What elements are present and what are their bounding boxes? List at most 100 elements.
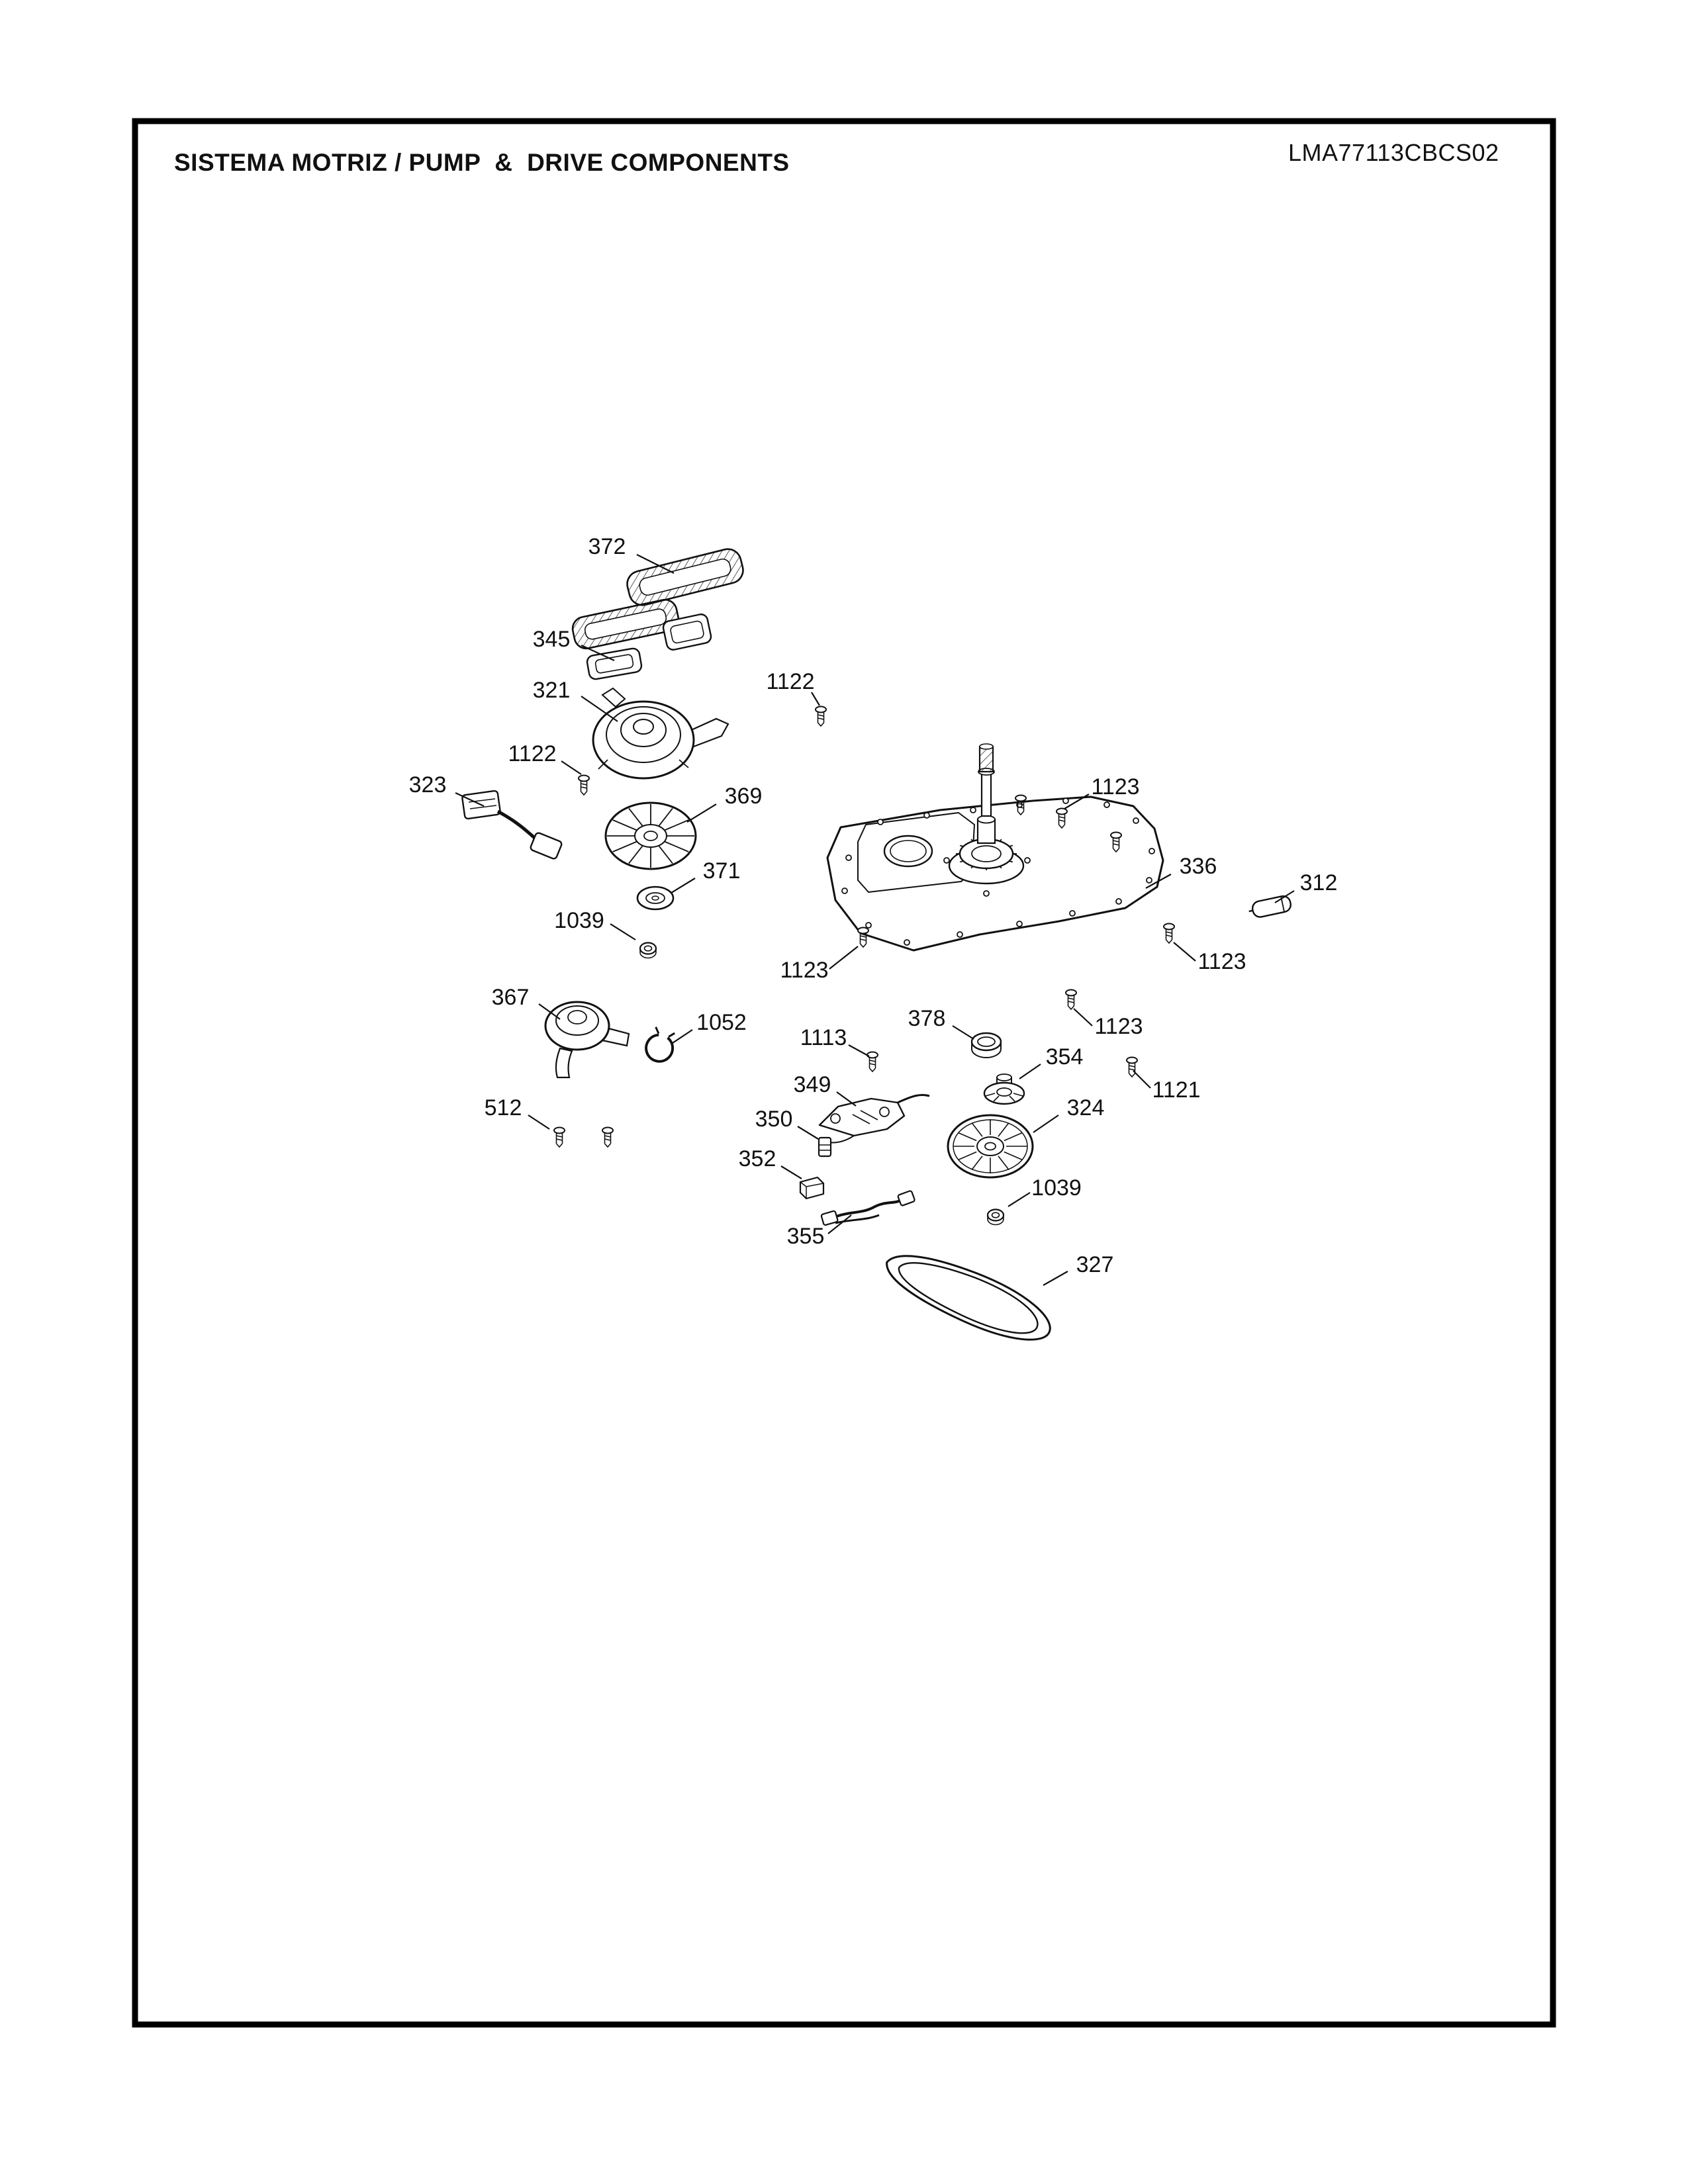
part-324-drive-pulley — [947, 1114, 1034, 1179]
callout-leader-line — [827, 1214, 852, 1234]
part-367-drain-pump — [544, 1001, 630, 1079]
screw-1123 — [857, 927, 869, 948]
callout-label: 321 — [533, 678, 571, 703]
callout-label: 367 — [492, 985, 530, 1010]
callout-1123: 1123 — [1073, 1008, 1143, 1039]
callout-1039: 1039 — [554, 908, 636, 940]
callout-leader-line — [1133, 1070, 1151, 1089]
part-327-drive-belt — [886, 1255, 1051, 1341]
part-349-shifter-assembly — [818, 1093, 930, 1144]
callout-leader-line — [848, 1044, 870, 1057]
callout-1113: 1113 — [800, 1025, 870, 1057]
callout-leader-line — [797, 1126, 819, 1140]
callout-leader-line — [1173, 942, 1196, 962]
callout-leader-line — [672, 1029, 693, 1044]
callout-leader-line — [636, 554, 675, 574]
part-378-seal — [970, 1032, 1002, 1058]
part-345-covers — [571, 598, 712, 680]
part-321-drive-motor — [592, 687, 729, 780]
callout-1122: 1122 — [508, 741, 582, 775]
callout-leader-line — [1145, 874, 1172, 889]
callout-352: 352 — [739, 1146, 802, 1179]
callout-512: 512 — [485, 1095, 550, 1130]
callout-label: 1123 — [780, 958, 828, 983]
callout-leader-line — [581, 645, 615, 661]
callout-leader-line — [538, 1003, 561, 1020]
callout-label: 1039 — [1031, 1175, 1082, 1201]
callout-354: 354 — [1019, 1044, 1083, 1079]
callout-336: 336 — [1145, 854, 1217, 889]
screw-512 — [602, 1126, 614, 1148]
part-350-clip — [818, 1136, 832, 1158]
callout-leader-line — [780, 1165, 802, 1179]
callout-label: 352 — [739, 1146, 776, 1171]
part-369-impeller — [604, 801, 697, 870]
part-355-harness — [820, 1190, 915, 1226]
nut-1039 — [986, 1208, 1005, 1226]
callout-1052: 1052 — [672, 1010, 747, 1044]
plate-holes — [841, 797, 1155, 946]
callout-372: 372 — [588, 534, 675, 574]
callout-323: 323 — [409, 772, 485, 807]
callout-label: 1113 — [800, 1025, 847, 1050]
callout-label: 1121 — [1152, 1077, 1200, 1103]
callout-369: 369 — [686, 784, 763, 823]
callout-layer: 372 345 321 1122 1122 323 369 371 1039 367 1052 512… — [409, 534, 1338, 1286]
page-title: SISTEMA MOTRIZ / PUMP & DRIVE COMPONENTS — [174, 149, 790, 176]
screw-512 — [553, 1126, 565, 1148]
screw-1123 — [1065, 989, 1077, 1010]
callout-label: 1123 — [1197, 949, 1246, 974]
callout-367: 367 — [492, 985, 561, 1020]
callout-1122: 1122 — [766, 669, 820, 706]
callout-leader-line — [455, 792, 485, 807]
callout-leader-line — [671, 878, 696, 893]
drive-shaft — [948, 743, 1025, 885]
callout-leader-line — [528, 1115, 550, 1130]
callout-label: 1122 — [766, 669, 814, 694]
part-323-wire-harness — [461, 790, 563, 860]
callout-378: 378 — [908, 1006, 974, 1040]
callout-label: 378 — [908, 1006, 946, 1031]
nut-1039 — [639, 942, 657, 959]
callout-label: 323 — [409, 772, 447, 797]
callout-1039: 1039 — [1008, 1175, 1082, 1207]
callout-label: 1123 — [1091, 774, 1139, 799]
part-352-block — [799, 1176, 825, 1200]
doc-id: LMA77113CBCS02 — [1288, 139, 1499, 166]
callout-321: 321 — [533, 678, 618, 722]
callout-324: 324 — [1033, 1095, 1104, 1133]
callout-leader-line — [610, 923, 636, 940]
callout-312: 312 — [1274, 870, 1338, 903]
screw-1123 — [1163, 923, 1175, 944]
callout-leader-line — [1043, 1271, 1068, 1286]
part-371-small-pulley — [636, 886, 675, 911]
callout-371: 371 — [671, 858, 740, 893]
callout-label: 1052 — [696, 1010, 747, 1035]
callout-1123: 1123 — [1173, 942, 1246, 974]
screw-1122 — [815, 705, 827, 727]
page-border — [132, 118, 1556, 2028]
callout-label: 1039 — [554, 908, 604, 933]
callout-leader-line — [836, 1091, 857, 1107]
callout-leader-line — [1019, 1064, 1041, 1079]
callout-label: 372 — [588, 534, 626, 559]
callout-leader-line — [1008, 1192, 1031, 1207]
callout-leader-line — [1033, 1115, 1059, 1133]
callout-355: 355 — [787, 1214, 852, 1249]
callout-1123: 1123 — [780, 946, 859, 983]
part-354-hub — [983, 1073, 1025, 1105]
callout-label: 312 — [1300, 870, 1338, 895]
part-1052-hose-clamp — [645, 1026, 675, 1063]
screw-1122 — [578, 774, 590, 796]
callout-label: 369 — [725, 784, 763, 809]
callout-label: 355 — [787, 1224, 825, 1249]
callout-345: 345 — [533, 627, 615, 661]
callout-label: 354 — [1046, 1044, 1084, 1069]
callout-leader-line — [686, 803, 717, 823]
callout-label: 350 — [755, 1107, 793, 1132]
callout-label: 1123 — [1094, 1014, 1143, 1039]
callout-label: 1122 — [508, 741, 556, 766]
callout-leader-line — [1274, 890, 1295, 903]
